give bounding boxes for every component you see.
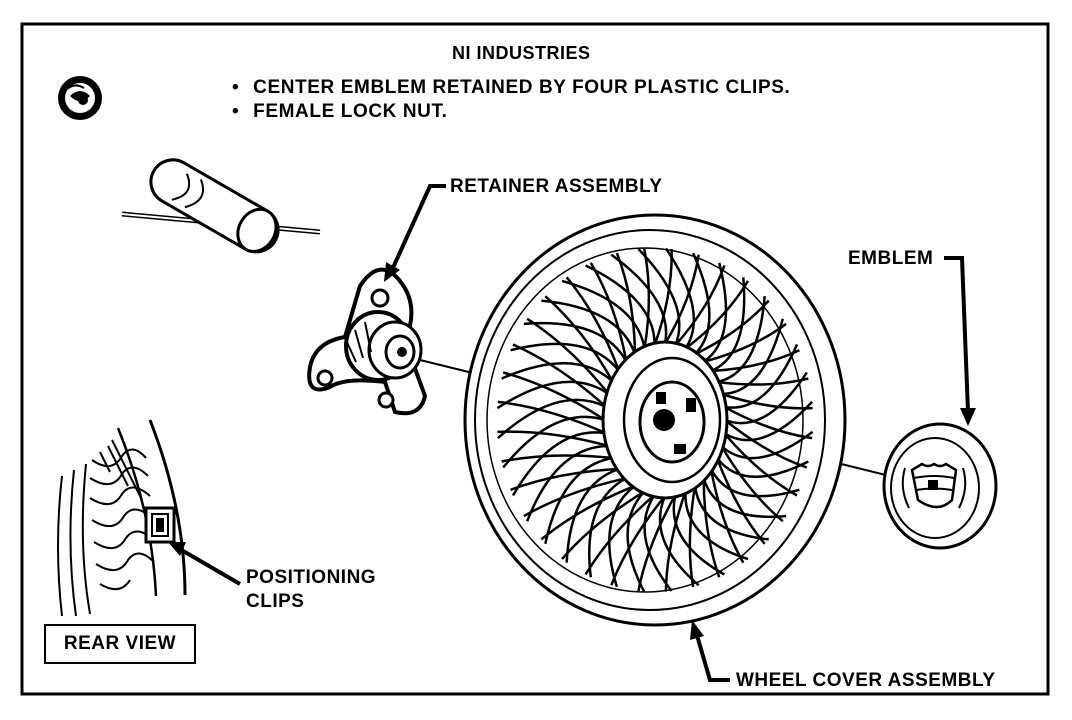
wheel-spoke — [709, 468, 745, 564]
wheel-spoke — [497, 400, 607, 435]
wheel-spoke — [523, 476, 627, 518]
wheel-spoke — [541, 299, 637, 355]
wheel-spoke — [721, 318, 785, 396]
wheel-spoke — [565, 276, 621, 372]
wheel-spoke — [626, 490, 646, 593]
outer-frame — [20, 22, 1050, 696]
wheel-spoke — [502, 415, 606, 469]
wheel-spoke — [702, 262, 728, 363]
emblem-arrowhead — [960, 408, 976, 426]
rear-view-box: REAR VIEW — [44, 624, 196, 664]
wheel-spoke — [561, 490, 646, 560]
note-text-1: CENTER EMBLEM RETAINED BY FOUR PLASTIC C… — [253, 77, 791, 98]
wheel-spoke — [688, 485, 697, 588]
wheel-spoke — [716, 377, 809, 386]
note-line-2: • FEMALE LOCK NUT. — [232, 102, 447, 121]
wheel-spoke — [724, 371, 808, 425]
wheel-spoke — [588, 477, 627, 578]
wheel-spoke — [544, 456, 614, 545]
wheel-spoke — [720, 430, 814, 460]
rear-view-detail-drawing — [57, 419, 187, 617]
lock-nut-icon — [58, 76, 102, 120]
bullet-2: • — [232, 101, 240, 122]
wheel-spoke — [637, 248, 681, 346]
bullet-1: • — [232, 77, 240, 98]
wheel-spoke — [540, 484, 636, 541]
wheel-spoke — [723, 401, 814, 442]
wheel-spoke — [510, 342, 620, 372]
wheel-spoke — [724, 419, 808, 469]
wheel-spoke — [702, 477, 787, 519]
retainer-arrowhead — [384, 262, 400, 282]
emblem-leader — [944, 256, 970, 413]
wheel-spoke — [610, 253, 668, 345]
wheel-spoke — [496, 380, 610, 410]
retainer-leader — [390, 184, 446, 271]
wheel-spoke — [710, 277, 746, 373]
positioning-arrowhead — [168, 542, 186, 556]
wheel-spoke — [723, 405, 813, 440]
wheel-spoke — [526, 317, 610, 395]
wheel-spoke — [709, 468, 800, 498]
wheel-spoke — [497, 430, 609, 448]
label-emblem: EMBLEM — [848, 248, 934, 269]
wheel-spoke — [523, 321, 628, 363]
wheel-spoke — [720, 445, 784, 523]
wheel-spoke — [702, 478, 721, 578]
wheel-spoke — [501, 362, 614, 383]
wheel-spoke — [511, 431, 607, 497]
note-text-2: FEMALE LOCK NUT. — [253, 101, 448, 122]
wheel-spoke — [684, 491, 749, 561]
wheel-spoke — [637, 494, 677, 592]
wheel-spoke — [565, 467, 620, 563]
label-retainer-assembly: RETAINER ASSEMBLY — [450, 176, 663, 197]
wheel-spoke — [512, 343, 607, 408]
wheel-spoke — [502, 371, 606, 422]
diagram-title: NI INDUSTRIES — [452, 43, 591, 63]
key-tool-icon — [121, 158, 321, 254]
wheel-spoke — [664, 247, 696, 350]
wheel-spoke — [658, 495, 700, 587]
label-wheel-cover-assembly: WHEEL COVER ASSEMBLY — [736, 670, 996, 691]
wheel-spoke — [526, 444, 609, 522]
wheel-spoke — [643, 494, 673, 592]
wheel-spoke — [716, 457, 809, 478]
wheel-cover-leader — [694, 631, 730, 682]
emblem-drawing — [882, 422, 998, 550]
wheel-spoke — [584, 493, 656, 576]
wheel-cover-arrowhead — [690, 620, 704, 640]
wheel-spoke — [561, 279, 646, 349]
wheel-spoke — [691, 252, 711, 356]
wheel-spoke — [716, 296, 766, 384]
wire-wheel-cover-drawing — [463, 213, 847, 627]
label-positioning-clips-line1: POSITIONING — [246, 567, 377, 588]
label-positioning-clips-line2: CLIPS — [246, 591, 305, 612]
wheel-spoke — [721, 392, 813, 410]
wheel-spoke — [497, 398, 607, 440]
wheel-spoke — [672, 494, 726, 576]
retainer-assembly-drawing — [307, 267, 428, 416]
wheel-spoke — [501, 454, 614, 463]
wheel-spoke — [723, 343, 799, 409]
positioning-leader — [176, 546, 242, 586]
label-rear-view: REAR VIEW — [63, 633, 177, 654]
wheel-spoke — [585, 264, 656, 346]
wheel-spoke — [723, 432, 798, 497]
wheel-spoke — [693, 485, 769, 541]
note-line-1: • CENTER EMBLEM RETAINED BY FOUR PLASTIC… — [232, 78, 790, 97]
wheel-spoke — [608, 484, 636, 588]
wheel-spoke — [544, 295, 615, 383]
wheel-spoke — [510, 467, 620, 491]
